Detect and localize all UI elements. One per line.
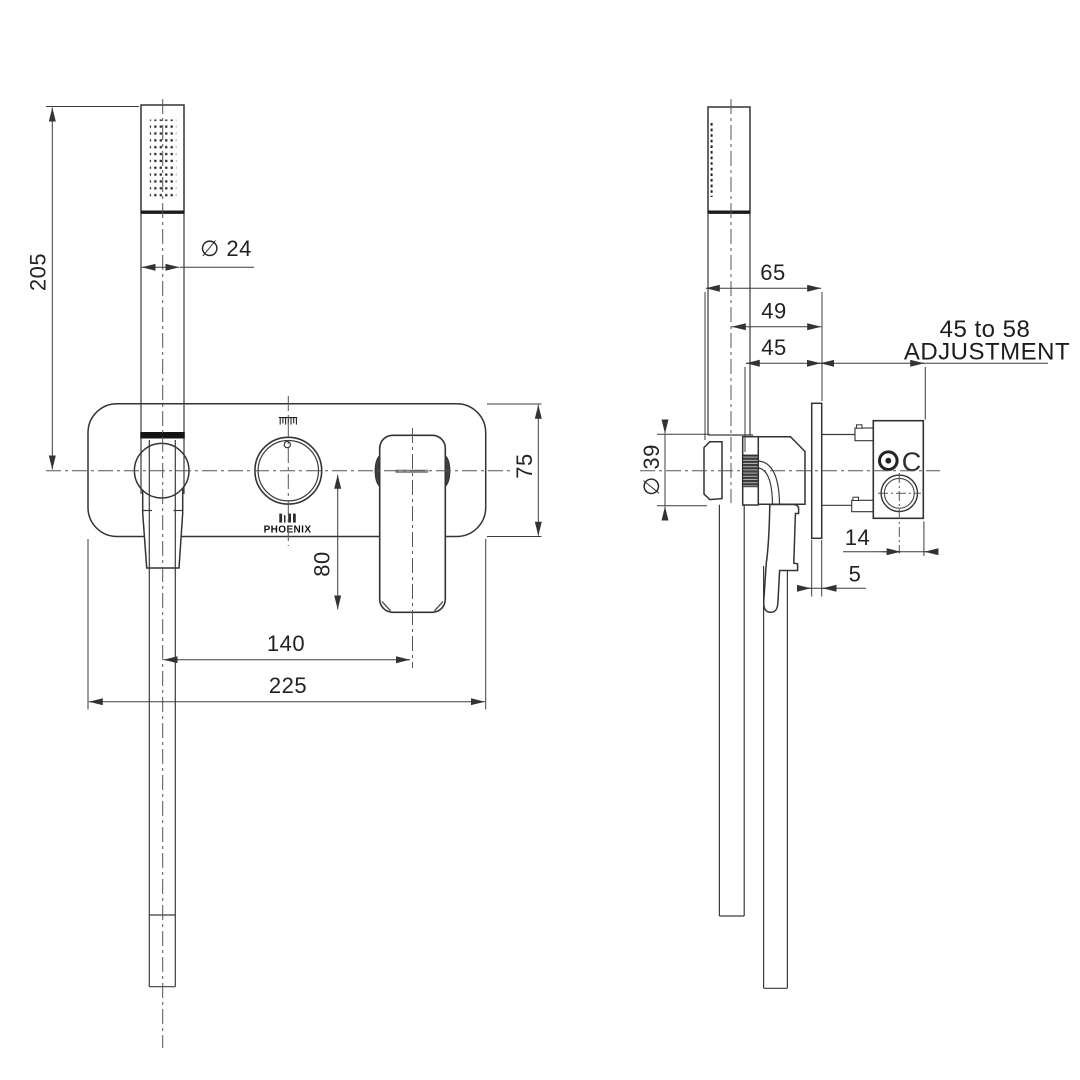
side-view: C 65 49 45 45 to 58 ADJUSTMENT [639,99,1070,989]
valve-body: C [872,419,925,554]
brand-logo: PHOENIX [264,525,312,536]
dim-projection-overall: 65 [760,260,785,285]
dim-plate-thickness: 5 [849,562,862,587]
dim-projection-to-centre: 49 [761,299,786,324]
flow-icon [279,513,296,523]
inwall-connections [821,424,874,513]
dim-adjustment-range: 45 to 58 [940,316,1031,343]
dim-backplate-height: 75 [512,453,537,478]
lever-blade-side [762,503,800,614]
knob-indicator-dot [283,440,291,449]
valve-label: C [902,447,922,477]
valve-port-ring [878,450,899,472]
handshower-side [707,106,753,436]
valve-port-dot [885,457,892,464]
dim-handle-offset: 140 [267,631,305,656]
dim-handle-drop: 80 [310,551,335,576]
dim-projection-to-face: 45 [761,335,786,360]
dim-backplate-width: 225 [269,673,307,698]
side-dimensions: 65 49 45 45 to 58 ADJUSTMENT ∅ 39 [639,260,1070,597]
dim-holder-diameter: ∅ 39 [639,444,664,496]
handle-slot [395,469,429,473]
dim-handshower-diameter: ∅ 24 [200,236,252,261]
dim-outlet-offset: 14 [845,525,870,550]
dim-adjustment-label: ADJUSTMENT [904,339,1070,366]
hose-side-upper [718,504,745,917]
hose-nut-band [140,432,185,439]
front-dimensions: 205 ∅ 24 75 80 140 225 [26,106,542,710]
dim-overall-height: 205 [26,253,51,291]
hose-side-lower [763,566,788,989]
front-view: PHOENIX 205 ∅ 24 75 80 [26,99,542,1048]
